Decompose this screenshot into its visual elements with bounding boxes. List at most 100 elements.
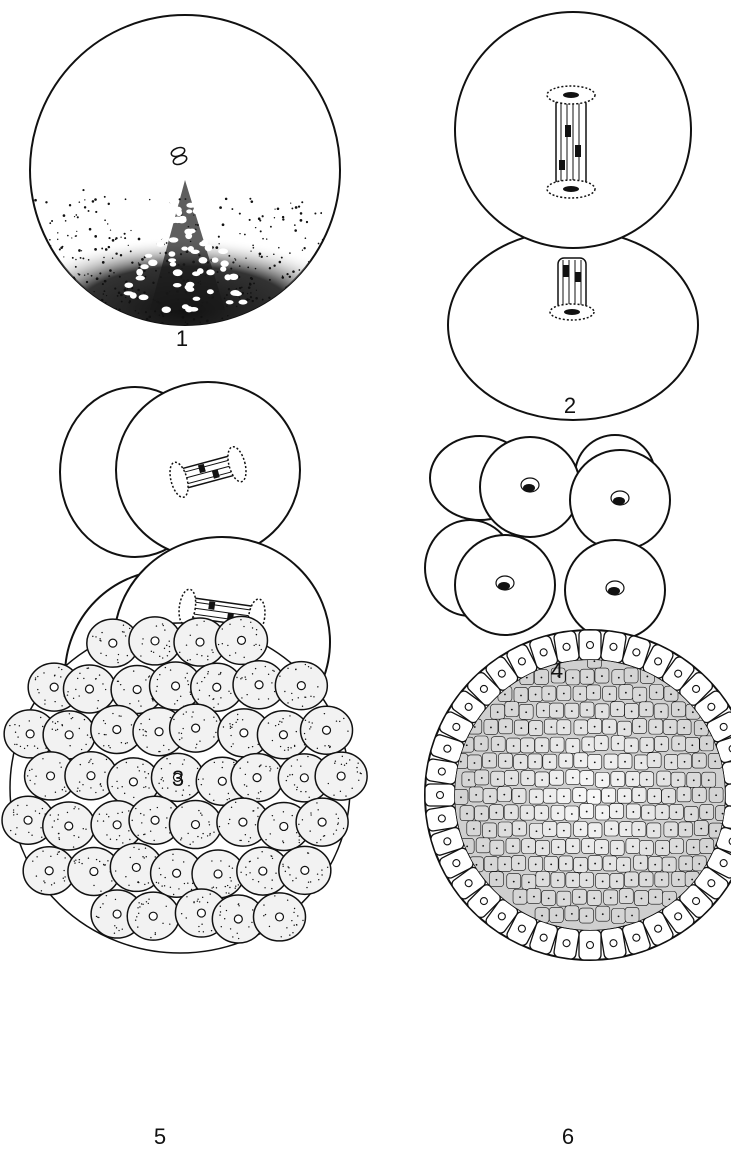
inner-dot [526, 812, 528, 814]
stipple [271, 888, 272, 889]
yolk-dot [294, 315, 296, 317]
yolk-dot [159, 315, 160, 316]
stipple [187, 680, 188, 681]
stipple [42, 726, 43, 727]
stipple [106, 895, 107, 896]
yolk-platelet [150, 234, 159, 240]
inner-dot [548, 693, 550, 695]
stipple [340, 791, 341, 792]
stipple [310, 696, 311, 697]
yolk-dot [306, 221, 308, 223]
stipple [213, 832, 214, 833]
inner-dot [535, 694, 537, 696]
yolk-dot [245, 257, 246, 258]
yolk-dot [300, 219, 303, 222]
cell-nucleus [192, 724, 200, 732]
stipple [186, 644, 187, 645]
stipple [174, 703, 175, 704]
stipple [292, 699, 293, 700]
stipple [115, 870, 116, 871]
stipple [197, 899, 198, 900]
stipple [58, 814, 59, 815]
stipple [79, 790, 80, 791]
stipple [124, 793, 125, 794]
stipple [358, 780, 359, 781]
stipple [158, 783, 159, 784]
inner-dot [497, 778, 499, 780]
stipple [159, 674, 160, 675]
yolk-platelet [185, 233, 192, 239]
stipple [61, 705, 62, 706]
cell-nucleus [237, 636, 245, 644]
stipple [320, 839, 321, 840]
yolk-dot [103, 313, 105, 315]
yolk-dot [37, 289, 39, 291]
panel-label-6: 6 [562, 1126, 574, 1148]
yolk-platelet [200, 213, 207, 220]
stipple [294, 745, 295, 746]
yolk-dot [124, 316, 126, 318]
panel-label-5: 5 [154, 1126, 166, 1148]
panel-1-zygote [20, 15, 350, 331]
stipple [129, 628, 130, 629]
stipple [179, 652, 180, 653]
stipple [240, 872, 241, 873]
yolk-dot [216, 271, 218, 273]
yolk-dot [326, 311, 328, 313]
yolk-dot [75, 317, 77, 319]
stipple [219, 826, 220, 827]
stipple [142, 638, 143, 639]
stipple [50, 814, 51, 815]
stipple [144, 857, 145, 858]
cell-nucleus [318, 818, 326, 826]
stipple [97, 708, 98, 709]
inner-dot [640, 762, 642, 764]
stipple [261, 851, 262, 852]
yolk-platelet [182, 304, 189, 309]
stipple [221, 926, 222, 927]
yolk-dot [259, 255, 260, 256]
stipple [287, 776, 288, 777]
yolk-dot [222, 223, 225, 226]
inner-dot [661, 879, 663, 881]
yolk-dot [128, 245, 129, 246]
nucleus [613, 497, 625, 505]
stipple [161, 768, 162, 769]
inner-dot [504, 694, 506, 696]
stipple [245, 834, 246, 835]
stipple [116, 927, 117, 928]
inner-dot [683, 727, 685, 729]
yolk-dot [93, 291, 94, 292]
yolk-dot [336, 211, 338, 213]
stipple [327, 867, 328, 868]
stipple [165, 667, 166, 668]
blastoderm-cell [725, 784, 731, 806]
stipple [228, 691, 229, 692]
stipple [196, 624, 197, 625]
inner-dot [631, 915, 633, 917]
cell-nucleus [24, 816, 32, 824]
inner-dot [639, 694, 641, 696]
stipple [86, 668, 87, 669]
inner-dot [678, 879, 680, 881]
yolk-dot [298, 206, 300, 208]
inner-dot [541, 745, 543, 747]
stipple [10, 830, 11, 831]
stipple [272, 858, 273, 859]
yolk-dot [325, 313, 327, 315]
stipple [198, 698, 199, 699]
yolk-dot [95, 211, 97, 213]
inner-dot [572, 777, 574, 779]
stipple [260, 791, 261, 792]
yolk-dot [289, 303, 292, 306]
inner-dot [625, 829, 627, 831]
stipple [90, 759, 91, 760]
stipple [193, 902, 194, 903]
inner-dot [594, 726, 596, 728]
stipple [187, 833, 188, 834]
yolk-dot [74, 316, 76, 318]
stipple [268, 722, 269, 723]
yolk-dot [94, 235, 97, 238]
yolk-dot [282, 276, 285, 279]
yolk-dot [141, 258, 144, 261]
